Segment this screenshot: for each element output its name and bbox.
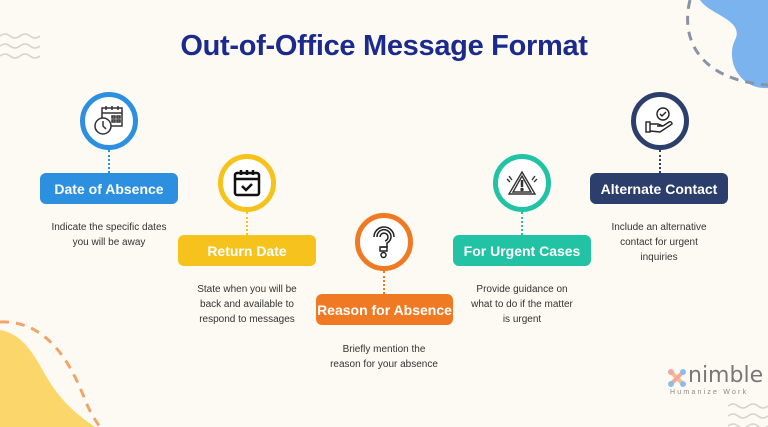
dashed-arc-bottom-left [0, 320, 102, 427]
dotted-connector [108, 150, 110, 173]
dotted-connector [383, 271, 385, 294]
page-title: Out-of-Office Message Format [180, 30, 588, 62]
logo-tagline: Humanize Work [670, 389, 749, 396]
logo-mark-icon [668, 369, 686, 387]
calendar-check-icon [233, 170, 261, 197]
step-circle [218, 154, 276, 212]
step-circle [355, 213, 413, 271]
wavy-lines-bottom-right [727, 403, 768, 427]
calendar-clock-icon [94, 106, 123, 135]
warning-icon [506, 170, 538, 195]
step-circle [493, 154, 551, 212]
wavy-lines-top-left [0, 33, 41, 59]
step-label: Reason for Absence [316, 294, 453, 325]
step-description: Provide guidance on what to do if the ma… [471, 284, 573, 325]
dotted-connector [659, 150, 661, 173]
step-label: Date of Absence [40, 173, 178, 204]
step-label: Alternate Contact [590, 173, 728, 204]
blue-blob [700, 0, 768, 89]
dashed-arc-top-right [686, 0, 768, 87]
step-description: Indicate the specific dates you will be … [51, 222, 167, 248]
dotted-connector [246, 212, 248, 235]
step-description: Include an alternative contact for urgen… [611, 222, 707, 263]
step-description: Briefly mention the reason for your abse… [330, 344, 438, 370]
step-description: State when you will be back and availabl… [197, 284, 297, 325]
hand-check-icon [645, 107, 673, 133]
step-circle [80, 92, 138, 150]
yellow-blob [0, 330, 95, 427]
step-label: Return Date [178, 235, 316, 266]
dotted-connector [521, 212, 523, 235]
step-circle [631, 92, 689, 150]
logo-name: nimble [688, 363, 764, 388]
question-mark-icon [373, 226, 395, 259]
step-label: For Urgent Cases [453, 235, 591, 266]
